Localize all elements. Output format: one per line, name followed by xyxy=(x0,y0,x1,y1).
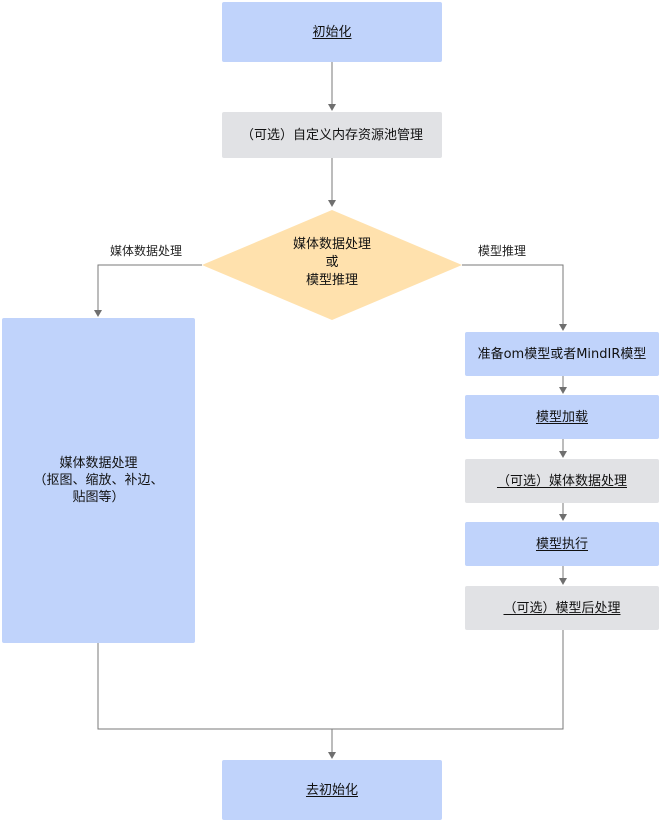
node-optional-post-label[interactable]: （可选）模型后处理 xyxy=(503,600,621,616)
node-model-execute[interactable]: 模型执行 xyxy=(465,522,659,566)
media-process-line-3: 贴图等） xyxy=(72,490,125,505)
decision-line-1: 媒体数据处理 xyxy=(292,237,371,252)
node-optional-post[interactable]: （可选）模型后处理 xyxy=(465,586,659,630)
node-model-load-label[interactable]: 模型加载 xyxy=(535,409,588,425)
decision-line-3: 模型推理 xyxy=(305,273,358,288)
node-prepare-model-label: 准备om模型或者MindIR模型 xyxy=(477,346,647,362)
node-prepare-model: 准备om模型或者MindIR模型 xyxy=(465,332,659,376)
edge-post-merge xyxy=(332,630,564,730)
decision-label: 媒体数据处理 或 模型推理 xyxy=(202,236,462,290)
node-init-label[interactable]: 初始化 xyxy=(312,24,352,40)
node-media-process: 媒体数据处理 （抠图、缩放、补边、 贴图等） xyxy=(2,318,195,643)
node-model-load[interactable]: 模型加载 xyxy=(465,395,659,439)
edge-label-right: 模型推理 xyxy=(478,244,527,258)
decision-line-2: 或 xyxy=(325,255,339,270)
node-init[interactable]: 初始化 xyxy=(222,2,442,62)
node-custom-memory-label: （可选）自定义内存资源池管理 xyxy=(240,127,423,143)
media-process-line-1: 媒体数据处理 xyxy=(59,456,138,471)
edge-decision-to-media xyxy=(94,264,202,317)
node-deinit[interactable]: 去初始化 xyxy=(222,760,442,820)
decision-diamond xyxy=(202,210,462,320)
node-optional-media[interactable]: （可选）媒体数据处理 xyxy=(465,459,659,503)
edge-label-left: 媒体数据处理 xyxy=(110,244,183,258)
node-custom-memory: （可选）自定义内存资源池管理 xyxy=(222,112,442,158)
node-model-execute-label[interactable]: 模型执行 xyxy=(535,536,588,552)
edge-media-merge xyxy=(97,643,332,730)
edge-decision-to-model xyxy=(462,264,567,331)
node-optional-media-label[interactable]: （可选）媒体数据处理 xyxy=(496,473,627,489)
media-process-line-2: （抠图、缩放、补边、 xyxy=(33,473,164,488)
node-deinit-label[interactable]: 去初始化 xyxy=(305,782,358,798)
